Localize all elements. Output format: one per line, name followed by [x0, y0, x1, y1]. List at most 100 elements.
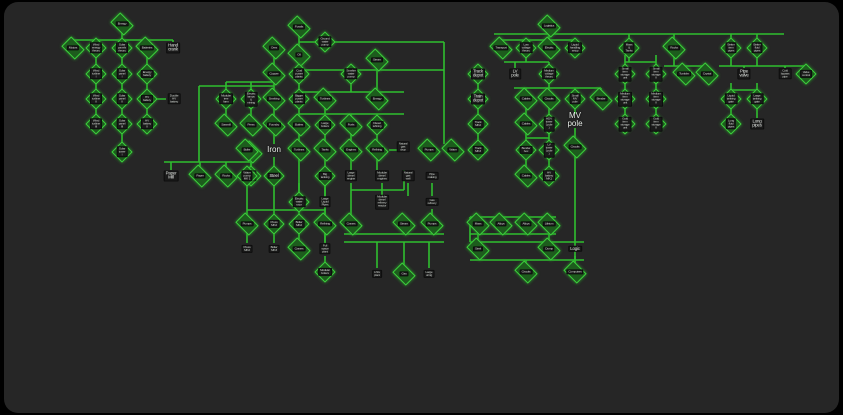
- tech-node-label: Hand crank: [166, 42, 180, 54]
- tech-node-label: Modular diesel engines: [375, 170, 389, 182]
- tech-node-label: Steel: [472, 246, 484, 252]
- tech-node-label: Medium voltage theory: [542, 68, 556, 80]
- tech-node-label: Large tanking gate: [750, 93, 764, 105]
- tech-node-label: Electric: [542, 45, 556, 51]
- tech-node-label: Cranes: [292, 246, 306, 252]
- tech-node-label: Cables: [519, 96, 533, 102]
- tech-node-label: Diesel refining: [370, 120, 384, 130]
- tech-node-label: Electric lamps & mining: [244, 91, 258, 107]
- tech-node-label: Oil: [295, 52, 303, 58]
- tech-node-label: Small item storage unit: [618, 66, 632, 82]
- tech-node-label: Track MK3: [472, 145, 484, 155]
- tech-node-label: LNG plant: [372, 269, 382, 279]
- tech-node-label: Steam: [371, 57, 383, 63]
- tech-node-label: Alloys: [495, 221, 507, 227]
- tech-node-label: Boiler MK3: [268, 244, 280, 254]
- tech-node-label: HDV tower ( pole ): [543, 116, 555, 132]
- tech-node-label: Long pipes: [750, 118, 764, 130]
- tech-node-label: Coal power plants: [293, 68, 305, 80]
- tech-node-label: Medium item storage unit: [618, 91, 632, 107]
- tech-node-label: Bender: [594, 96, 608, 102]
- tech-node-label: Solar panel I: [116, 68, 128, 80]
- tech-node-label: Double HV battery: [167, 93, 181, 105]
- tech-node-label: Crystal: [700, 71, 714, 77]
- tech-node-label: Rocks: [668, 45, 680, 51]
- tech-node-label: MV pole: [567, 111, 583, 128]
- tech-node-label: Tumbler: [677, 71, 691, 77]
- tech-node-label: Fuels: [345, 122, 357, 128]
- tech-node-label: Refining: [318, 221, 332, 227]
- tech-node-label: Press MK2: [268, 219, 280, 229]
- tech-node-label: Energy: [115, 21, 129, 27]
- tech-node-label: Rocks: [220, 173, 232, 179]
- tech-node-label: Better fluid pipes: [751, 42, 763, 54]
- tech-node-label: Transport: [493, 45, 509, 51]
- tech-node-label: Large boilers: [319, 120, 331, 130]
- tech-node-label: Pipe valve: [737, 68, 751, 80]
- tech-node-label: Logic: [568, 245, 582, 253]
- tech-node-label: Solar tower I: [116, 146, 128, 158]
- tech-node-label: Track depot: [471, 68, 485, 80]
- tech-node-label: Track MK2: [472, 119, 484, 129]
- tech-node-label: Big tanking: [318, 171, 332, 181]
- edge: [246, 183, 326, 217]
- tech-node-label: Circuits: [519, 269, 533, 275]
- tech-node-label: LV pole: [509, 68, 521, 80]
- tech-node-label: Turbines: [317, 96, 333, 102]
- tech-node-label: Modular tree farm: [219, 93, 233, 105]
- tech-node-label: Press MK2: [241, 244, 253, 254]
- tech-node-label: Energy battery: [140, 69, 154, 79]
- tech-node-label: Copper: [267, 71, 281, 77]
- edge: [298, 132, 378, 144]
- tech-node-label: Ores: [269, 45, 279, 51]
- tech-node-label: Gold item storage II: [649, 116, 663, 132]
- tech-node-label: Cold bypass pipe: [778, 68, 792, 80]
- edge: [494, 33, 784, 42]
- tech-node-label: Electric water rotor: [292, 196, 306, 208]
- tech-node-label: Smelting: [266, 96, 282, 102]
- tech-node-label: Fossils: [292, 24, 306, 30]
- tech-node-label: Pipe making: [425, 171, 439, 181]
- tech-node-label: Wind energy theory: [89, 42, 103, 54]
- tech-node-label: Large oil rig: [423, 269, 435, 279]
- tech-node-label: HV battery MK1: [542, 170, 556, 182]
- tech-node-label: Steam: [398, 221, 410, 227]
- tech-node-label: Large Liquid Pipes: [319, 196, 331, 208]
- tech-node-label: Gold item storage unit: [618, 116, 632, 132]
- tech-node-label: Low voltage theory: [519, 42, 533, 54]
- tech-node-label: Smelter water pump: [344, 68, 358, 80]
- tech-node-label: Energy: [370, 96, 384, 102]
- tech-node-label: Batteries: [139, 45, 155, 51]
- tech-node-label: Water: [447, 147, 459, 153]
- tech-node-label: Natural gas well: [401, 170, 415, 182]
- tech-node-label: Valve control: [800, 69, 812, 79]
- tech-node-label: Mass: [472, 221, 484, 227]
- tech-node-label: Press: [245, 122, 257, 128]
- tech-node-label: HV battery II: [140, 118, 154, 130]
- tech-node-label: Solar panels theory: [116, 42, 128, 54]
- tech-node-label: Sawmill: [219, 122, 233, 128]
- tech-node-label: Dump: [543, 246, 555, 252]
- tech-node-label: Alloys: [520, 221, 532, 227]
- tech-node-label: Solar panel III: [116, 118, 128, 130]
- tech-node-label: Logistics: [541, 23, 557, 29]
- tech-node-label: Pumps: [422, 147, 436, 153]
- tech-node-label: Cranes: [344, 221, 358, 227]
- tech-node-label: Modular diesel refinery reactor: [375, 194, 389, 210]
- tech-node-label: Mass & Tanks: [623, 42, 635, 54]
- tech-node-label: Circuits: [568, 144, 582, 150]
- tech-node-label: Cables: [519, 173, 533, 179]
- tech-node-label: Circuits: [542, 96, 556, 102]
- tech-node-label: Modular boilers: [318, 267, 332, 277]
- tech-node-label: Pumps: [425, 221, 439, 227]
- tech-node-label: Refining: [370, 147, 384, 153]
- edge: [298, 157, 378, 196]
- edge-layer: [72, 32, 807, 268]
- tech-node-label: Foundry: [267, 122, 281, 128]
- tech-node-label: Medium item storage II: [649, 91, 663, 107]
- tech-node-label: Computers: [566, 269, 584, 275]
- tech-node-label: Gas refinery: [425, 197, 439, 207]
